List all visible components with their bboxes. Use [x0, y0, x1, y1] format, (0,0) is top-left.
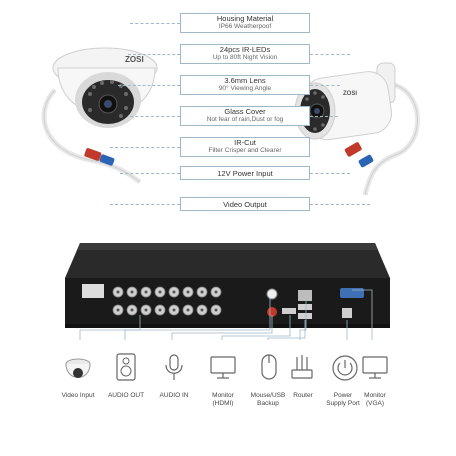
router-icon	[288, 352, 316, 382]
feature-sub: Filter Crisper and Clearer	[208, 147, 282, 154]
brand-logo: ZOSI	[343, 91, 357, 97]
feature-sub: 90° Viewing Angle	[218, 85, 272, 92]
connector-line	[130, 23, 180, 24]
connector-line	[110, 147, 180, 148]
port-label-vga: Monitor (VGA)	[364, 392, 386, 407]
connector-line	[128, 54, 180, 55]
feature-title: Housing Material	[216, 14, 274, 23]
dome-camera: ZOSI	[30, 10, 180, 185]
mouse-icon	[256, 352, 282, 382]
feature-sub: Not fear of rain,Dust or fog	[206, 116, 284, 123]
feature-video-output: Video Output	[180, 197, 310, 211]
connector-line	[118, 85, 180, 86]
monitor-hdmi-icon	[208, 352, 238, 382]
port-label-hdmi: Monitor (HDMI)	[212, 392, 234, 407]
port-label-power: Power Supply Port	[326, 392, 360, 407]
feature-ir-cut: IR-Cut Filter Crisper and Clearer	[180, 137, 310, 157]
port-label-video-input: Video Input	[61, 392, 95, 399]
feature-power-input: 12V Power Input	[180, 166, 310, 180]
feature-title: 24pcs IR-LEDs	[219, 45, 271, 54]
feature-title: Video Output	[223, 200, 267, 209]
feature-housing: Housing Material IP66 Weatherpoof	[180, 13, 310, 33]
feature-ir-leds: 24pcs IR-LEDs Up to 80ft Night Vision	[180, 44, 310, 64]
connector-line	[310, 116, 338, 117]
connector-line	[130, 116, 180, 117]
connector-line	[310, 54, 350, 55]
feature-sub: Up to 80ft Night Vision	[212, 54, 278, 61]
port-label-audio-in: AUDIO IN	[159, 392, 189, 399]
power-icon	[331, 354, 359, 382]
speaker-icon	[112, 352, 140, 382]
connector-line	[110, 204, 180, 205]
feature-sub: IP66 Weatherpoof	[218, 23, 272, 30]
connector-line	[310, 85, 340, 86]
feature-title: 3.6mm Lens	[224, 76, 266, 85]
monitor-vga-icon	[360, 352, 390, 382]
port-label-router: Router	[293, 392, 313, 399]
feature-glass-cover: Glass Cover Not fear of rain,Dust or fog	[180, 106, 310, 126]
port-label-mouse-usb: Mouse/USB Backup	[250, 392, 286, 407]
brand-logo: ZOSI	[125, 55, 144, 64]
bullet-camera: ZOSI	[285, 45, 435, 205]
video-input-icon	[62, 352, 94, 384]
port-label-audio-out: AUDIO OUT	[107, 392, 145, 399]
dvr-recorder	[60, 238, 390, 333]
connector-line	[310, 204, 370, 205]
connector-line	[310, 173, 350, 174]
feature-lens: 3.6mm Lens 90° Viewing Angle	[180, 75, 310, 95]
feature-title: Glass Cover	[224, 107, 266, 116]
feature-title: IR-Cut	[234, 138, 256, 147]
microphone-icon	[160, 352, 188, 382]
feature-title: 12V Power Input	[217, 169, 273, 178]
connector-line	[120, 173, 180, 174]
